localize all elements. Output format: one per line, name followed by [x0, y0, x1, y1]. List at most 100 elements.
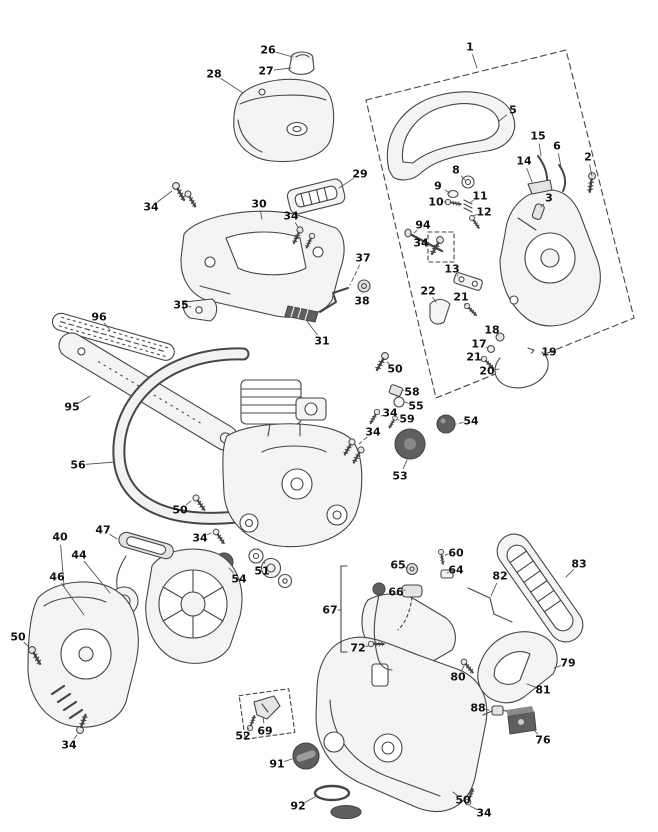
- part-callout-95: 95: [64, 401, 79, 414]
- part-callout-34: 34: [382, 407, 398, 420]
- leader-line-79: [553, 665, 561, 669]
- part-callout-64: 64: [448, 564, 464, 577]
- leader-line-88: [485, 708, 490, 711]
- mount-bracket: [182, 298, 218, 322]
- fan-flywheel: [145, 548, 243, 664]
- leader-line-54: [455, 422, 464, 425]
- leader-line-46: [61, 583, 85, 616]
- part-callout-55: 55: [408, 400, 423, 413]
- part-callout-34: 34: [192, 532, 208, 545]
- part-callout-34: 34: [61, 739, 77, 752]
- part-callout-10: 10: [428, 196, 444, 209]
- part-callout-82: 82: [492, 570, 507, 583]
- leader-line-34: [469, 805, 478, 810]
- part-callout-30: 30: [251, 198, 267, 211]
- part-callout-31: 31: [314, 335, 329, 348]
- leader-line-34: [156, 190, 173, 203]
- leader-line-60: [444, 553, 449, 556]
- leader-line-47: [109, 533, 118, 540]
- leader-line-92: [304, 796, 316, 803]
- leader-line-5: [498, 114, 508, 122]
- part-callout-96: 96: [91, 311, 107, 324]
- part-callout-34: 34: [283, 210, 299, 223]
- leader-line-29: [338, 177, 354, 189]
- part-callout-21: 21: [453, 291, 468, 304]
- part-callout-51: 51: [254, 565, 269, 578]
- cap-gasket: [313, 784, 362, 820]
- part-callout-8: 8: [452, 164, 460, 177]
- leader-line-50: [386, 361, 390, 365]
- leader-line-50: [23, 641, 29, 647]
- leader-line-44: [83, 560, 111, 594]
- leader-line-26: [275, 51, 294, 58]
- leader-line-3: [540, 203, 545, 208]
- leader-line-69: [262, 716, 265, 724]
- part-callout-17: 17: [471, 338, 486, 351]
- leader-line-27: [273, 67, 292, 71]
- starter-cover: [27, 581, 139, 728]
- part-callout-94: 94: [415, 219, 431, 232]
- engine-housing: [180, 210, 345, 318]
- leader-line-82: [490, 582, 498, 597]
- leader-line-21: [464, 303, 467, 306]
- saw-chain: [51, 312, 175, 361]
- leader-line-20: [494, 368, 500, 371]
- chain-catcher: [238, 688, 296, 740]
- leader-line-1: [472, 54, 478, 69]
- part-callout-12: 12: [476, 206, 491, 219]
- leader-line-12: [472, 214, 477, 217]
- fuel-line: [340, 565, 393, 671]
- leader-line-14: [526, 168, 533, 183]
- leader-line-91: [284, 758, 293, 762]
- trigger-handle-parts: [458, 587, 558, 735]
- part-callout-5: 5: [509, 104, 517, 117]
- rear-handle-fuel-tank: [315, 593, 488, 812]
- part-callout-1: 1: [466, 41, 474, 54]
- part-callout-18: 18: [484, 324, 499, 337]
- part-callout-50: 50: [387, 363, 403, 376]
- leader-line-81: [526, 683, 536, 688]
- leader-line-34: [73, 734, 78, 740]
- leader-line-94: [413, 229, 418, 234]
- rear-grip-molding: [496, 533, 584, 643]
- part-callout-34: 34: [143, 201, 159, 214]
- part-callout-52: 52: [235, 730, 250, 743]
- part-callout-76: 76: [535, 734, 551, 747]
- leader-line-40: [60, 544, 65, 587]
- leader-line-13: [456, 274, 459, 277]
- part-callout-34: 34: [413, 237, 429, 250]
- part-callout-50: 50: [10, 631, 26, 644]
- leader-line-54: [228, 567, 235, 574]
- part-callout-69: 69: [257, 725, 272, 738]
- front-handlebar: [112, 347, 250, 525]
- part-callout-83: 83: [571, 558, 586, 571]
- part-callout-26: 26: [260, 44, 276, 57]
- leader-line-53: [402, 459, 408, 470]
- part-callout-58: 58: [404, 386, 419, 399]
- leader-line-22: [432, 297, 437, 303]
- anti-vibe-buffers: [341, 350, 456, 466]
- part-callout-54: 54: [231, 573, 247, 586]
- part-callout-27: 27: [258, 65, 273, 78]
- leader-line-8: [460, 175, 466, 181]
- leader-line-15: [538, 143, 542, 157]
- leader-line-2: [589, 164, 593, 177]
- part-callout-50: 50: [455, 794, 471, 807]
- grip-ridges: [284, 305, 319, 323]
- leader-line-31: [305, 319, 318, 336]
- part-callout-15: 15: [530, 130, 545, 143]
- part-callout-37: 37: [355, 252, 370, 265]
- leader-line-50: [185, 500, 192, 506]
- leader-line-9: [444, 189, 451, 194]
- leader-line-6: [558, 153, 562, 168]
- part-callout-46: 46: [49, 571, 65, 584]
- engine-top-cover: [233, 78, 335, 163]
- part-callout-92: 92: [290, 800, 305, 813]
- leader-line-28: [220, 77, 244, 94]
- part-callout-50: 50: [172, 504, 188, 517]
- leader-line-56: [85, 461, 116, 465]
- filler-cap: [288, 51, 315, 75]
- leader-line-30: [260, 211, 263, 220]
- front-hand-guard: [386, 91, 516, 181]
- part-callout-21: 21: [466, 351, 481, 364]
